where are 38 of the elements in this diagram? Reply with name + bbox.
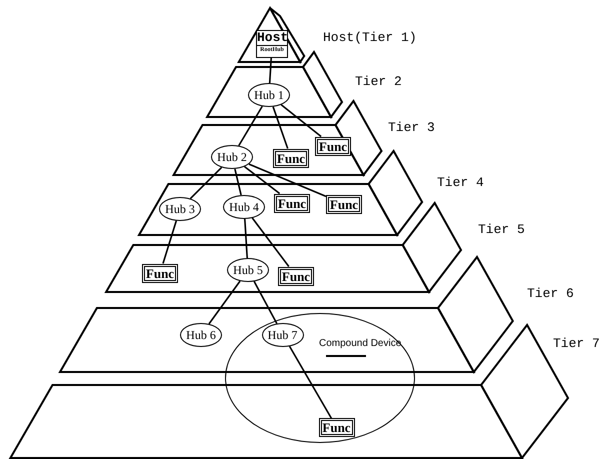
tier-label: Tier 3 xyxy=(388,120,435,135)
connector-line xyxy=(280,104,322,138)
connector-line xyxy=(268,58,272,84)
connector-line xyxy=(234,168,242,196)
hub-ellipse: Hub 3 xyxy=(159,197,201,221)
hub-ellipse: Hub 7 xyxy=(262,322,304,346)
connector-line xyxy=(252,218,290,267)
hub-ellipse: Hub 1 xyxy=(248,83,290,107)
hub-ellipse: Hub 5 xyxy=(227,258,269,282)
connector-line xyxy=(254,281,278,324)
compound-device-ellipse xyxy=(225,313,415,443)
function-box: Func xyxy=(278,266,314,286)
function-box: Func xyxy=(273,148,309,168)
tier-label: Tier 2 xyxy=(355,74,402,89)
hub-ellipse: Hub 2 xyxy=(211,145,253,169)
host-label: Host xyxy=(257,31,287,46)
connector-line xyxy=(208,280,241,324)
connector-line xyxy=(272,106,288,149)
function-box: Func xyxy=(274,194,310,212)
host-box xyxy=(256,30,288,58)
connector-line xyxy=(244,218,248,258)
tier-label: Tier 7 xyxy=(553,336,600,351)
tier-label: Host(Tier 1) xyxy=(323,30,417,45)
connector-line xyxy=(238,106,263,146)
hub-ellipse: Hub 6 xyxy=(180,323,222,347)
function-box: Func xyxy=(318,418,354,437)
tier-label: Tier 4 xyxy=(437,175,484,190)
connector-line xyxy=(162,220,178,264)
device-label: Compound Device xyxy=(319,338,402,349)
hub-ellipse: Hub 4 xyxy=(223,195,265,219)
function-box: Func xyxy=(315,136,351,156)
function-box: Func xyxy=(326,194,362,214)
connector-line xyxy=(190,166,222,200)
connector-line xyxy=(244,166,280,194)
connector-line xyxy=(288,346,332,419)
tier-label: Tier 5 xyxy=(478,222,525,237)
tier-label: Tier 6 xyxy=(527,286,574,301)
function-box: Func xyxy=(142,264,178,282)
